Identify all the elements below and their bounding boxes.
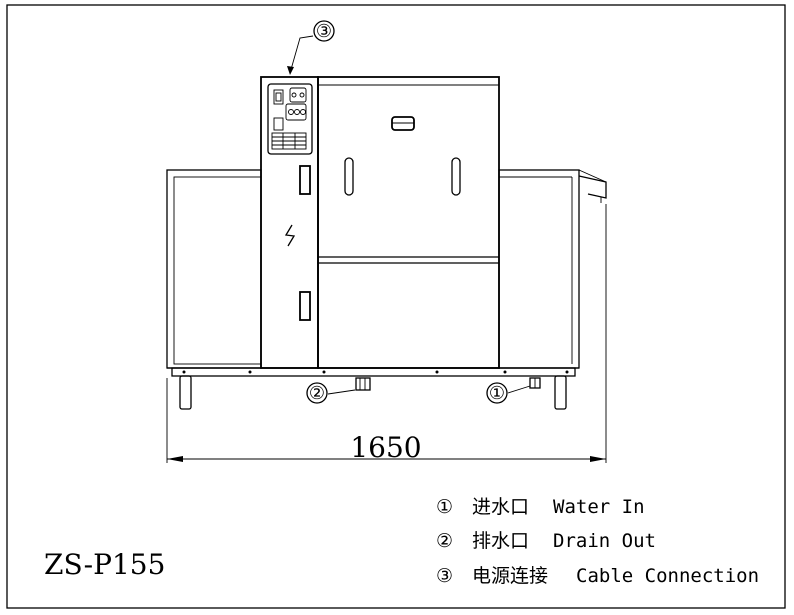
tower-handle-upper: [299, 165, 311, 195]
leg-left: [179, 375, 192, 410]
right-side-table: [498, 169, 607, 369]
electrical-symbol: [284, 224, 296, 247]
width-dimension-label: 1650: [350, 431, 421, 464]
callout-3-number: ③: [316, 21, 332, 42]
drawing-border: [6, 4, 786, 609]
tower-handle-lower: [299, 291, 311, 321]
chamber-top-handle: [391, 116, 415, 131]
control-tower: [260, 76, 319, 369]
base-frame: [167, 367, 579, 410]
left-side-table: [166, 169, 262, 369]
callout-leaders: [287, 20, 531, 404]
callout-2-number: ②: [309, 383, 325, 404]
callout-1-number: ①: [489, 383, 505, 404]
leg-right: [554, 375, 567, 410]
model-number: ZS-P155: [44, 548, 165, 581]
drain-outlet: [355, 377, 371, 391]
chamber-slot-right: [451, 157, 461, 196]
width-dimension: [166, 204, 607, 463]
wash-chamber: [317, 76, 500, 369]
chamber-slot-left: [344, 157, 354, 196]
control-panel: [267, 83, 313, 155]
